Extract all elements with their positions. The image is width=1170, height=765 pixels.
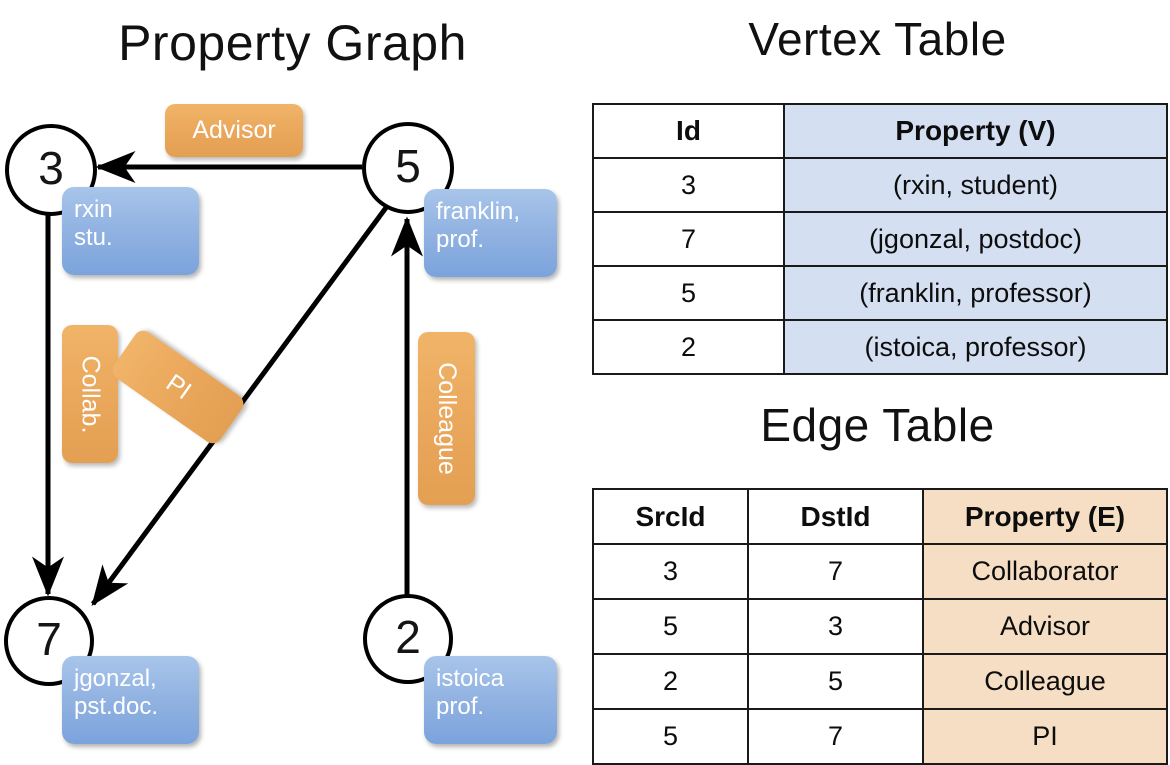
table-row: 5 7 PI xyxy=(592,708,1168,765)
table-row: 5 3 Advisor xyxy=(592,598,1168,655)
vertex-cell-property: (franklin, professor) xyxy=(783,265,1168,321)
edge-cell-srcid: 5 xyxy=(592,598,749,655)
vertex-cell-property: (istoica, professor) xyxy=(783,319,1168,375)
edge-cell-property: Collaborator xyxy=(922,543,1168,600)
table-row: 2 (istoica, professor) xyxy=(592,319,1168,375)
graph-node-2-label: 2 xyxy=(395,611,421,663)
edge-table-header-property: Property (E) xyxy=(922,488,1168,545)
vertex-cell-property: (jgonzal, postdoc) xyxy=(783,211,1168,267)
graph-node-7-property-line1: jgonzal, xyxy=(74,665,157,692)
vertex-cell-id: 3 xyxy=(592,157,785,213)
vertex-table-header-property: Property (V) xyxy=(783,103,1168,159)
edge-label-pi-text: PI xyxy=(160,368,196,405)
edge-label-collab-text: Collab. xyxy=(76,355,105,433)
edge-cell-srcid: 2 xyxy=(592,653,749,710)
vertex-cell-id: 7 xyxy=(592,211,785,267)
table-row: 5 (franklin, professor) xyxy=(592,265,1168,321)
edge-table-header-srcid: SrcId xyxy=(592,488,749,545)
graph-node-7-label: 7 xyxy=(36,613,62,665)
edge-cell-dstid: 7 xyxy=(747,543,924,600)
graph-node-5-property-line2: prof. xyxy=(436,226,485,254)
table-row: 7 (jgonzal, postdoc) xyxy=(592,211,1168,267)
graph-node-5-property-callout: franklin, prof. xyxy=(424,189,557,277)
graph-node-3-property-callout: rxin stu. xyxy=(62,187,199,275)
edge-label-advisor-text: Advisor xyxy=(192,116,276,144)
graph-node-2-property-callout: istoica prof. xyxy=(424,656,557,744)
edge-cell-dstid: 7 xyxy=(747,708,924,765)
page-title-edge-table: Edge Table xyxy=(760,399,995,451)
graph-node-3-property-line1: rxin xyxy=(74,196,113,223)
graph-node-5-label: 5 xyxy=(395,140,421,192)
edge-label-collab: Collab. xyxy=(62,325,118,463)
edge-cell-property: PI xyxy=(922,708,1168,765)
edge-label-colleague: Colleague xyxy=(418,332,475,505)
vertex-cell-id: 2 xyxy=(592,319,785,375)
edge-cell-dstid: 5 xyxy=(747,653,924,710)
graph-node-7-property-callout: jgonzal, pst.doc. xyxy=(62,656,199,744)
edge-label-advisor: Advisor xyxy=(165,104,303,157)
edge-cell-property: Advisor xyxy=(922,598,1168,655)
vertex-cell-id: 5 xyxy=(592,265,785,321)
page-title-property-graph: Property Graph xyxy=(118,15,467,71)
vertex-table-header-id: Id xyxy=(592,103,785,159)
page-title-vertex-table: Vertex Table xyxy=(748,13,1007,65)
graph-node-5[interactable]: 5 xyxy=(362,122,454,214)
edge-label-colleague-text: Colleague xyxy=(433,362,461,475)
graph-node-2-property-line2: prof. xyxy=(436,693,485,721)
graph-node-3-property-line2: stu. xyxy=(74,224,113,252)
edge-table-header-row: SrcId DstId Property (E) xyxy=(592,488,1168,545)
graph-node-2[interactable]: 2 xyxy=(363,594,453,684)
graph-node-3-label: 3 xyxy=(38,142,64,194)
edge-cell-property: Colleague xyxy=(922,653,1168,710)
table-row: 3 7 Collaborator xyxy=(592,543,1168,600)
edge-cell-srcid: 3 xyxy=(592,543,749,600)
vertex-table-header-row: Id Property (V) xyxy=(592,103,1168,159)
property-graph-panel: Property Graph 3 rxin stu. 5 franklin, p… xyxy=(0,0,585,760)
table-row: 3 (rxin, student) xyxy=(592,157,1168,213)
graph-node-7-property-line2: pst.doc. xyxy=(74,693,159,721)
edge-table-header-dstid: DstId xyxy=(747,488,924,545)
table-row: 2 5 Colleague xyxy=(592,653,1168,710)
vertex-cell-property: (rxin, student) xyxy=(783,157,1168,213)
edge-table: SrcId DstId Property (E) 3 7 Collaborato… xyxy=(592,488,1168,765)
vertex-table: Id Property (V) 3 (rxin, student) 7 (jgo… xyxy=(592,103,1168,375)
graph-node-2-property-line1: istoica xyxy=(436,665,505,692)
edge-cell-srcid: 5 xyxy=(592,708,749,765)
graph-node-5-property-line1: franklin, xyxy=(436,198,521,225)
edge-cell-dstid: 3 xyxy=(747,598,924,655)
